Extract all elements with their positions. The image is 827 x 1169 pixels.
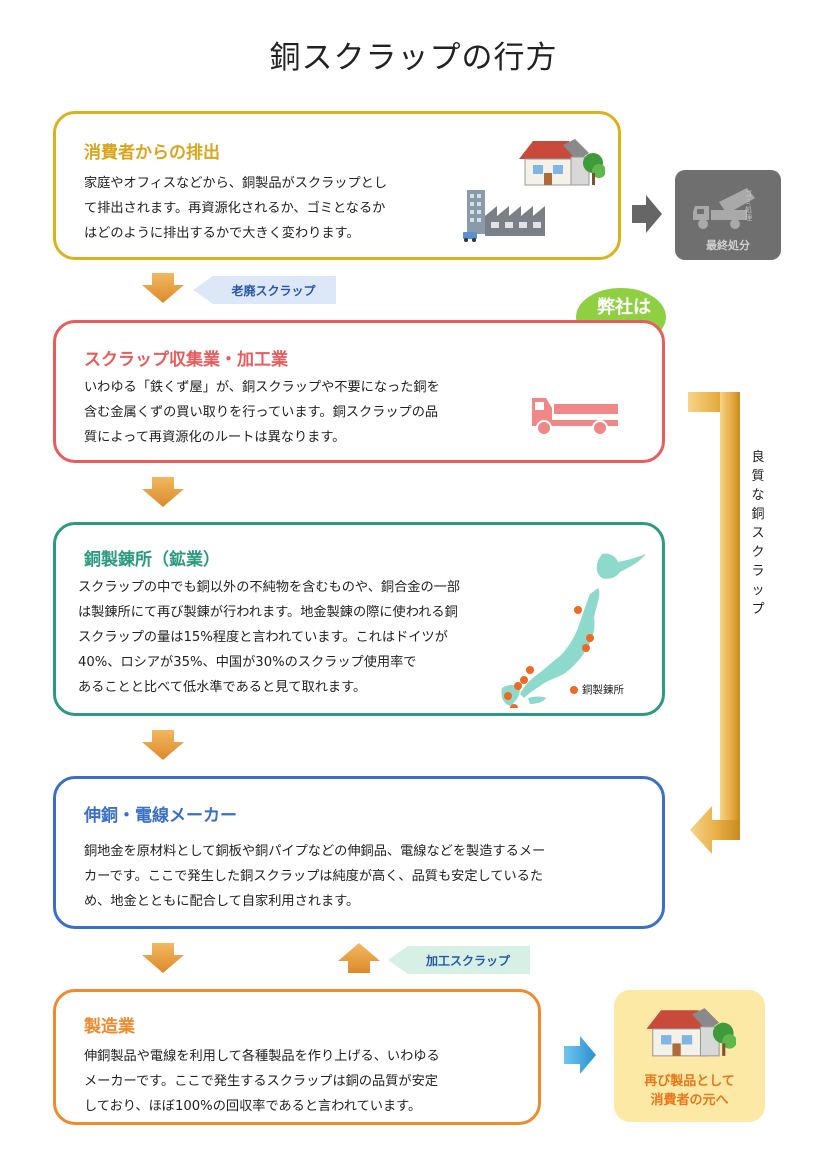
smelter-text: スクラップの中でも銅以外の不純物を含むものや、銅合金の一部 は製錬所にて再び製錬…: [78, 580, 461, 695]
final-disposal-box: ゴミ処理 最終処分: [675, 170, 781, 260]
manufacturing-title: 製造業: [84, 1017, 135, 1037]
processed-scrap-label: 加工スクラップ: [425, 953, 510, 968]
down-arrow-icon: [142, 943, 184, 973]
truck-icon: [532, 398, 618, 436]
smelter-point: [582, 644, 590, 652]
return-line-1: 再び製品として: [644, 1074, 735, 1089]
quality-scrap-arrow: [688, 392, 740, 854]
collection-title: スクラップ収集業・加工業: [84, 350, 288, 370]
processed-scrap-tag: 加工スクラップ: [388, 946, 530, 974]
right-arrow-icon: [564, 1036, 596, 1074]
smelter-point: [510, 704, 518, 708]
down-arrow-icon: [142, 477, 184, 507]
rolling-text: 銅地金を原材料として銅板や銅パイプなどの伸銅品、電線などを製造するメー カーです…: [84, 844, 546, 909]
consumer-text: 家庭やオフィスなどから、銅製品がスクラップとし て排出されます。再資源化されるか…: [84, 176, 388, 241]
final-disposal-mini-label: ゴミ処理: [745, 190, 752, 222]
rolling-box: 伸銅・電線メーカー 銅地金を原材料として銅板や銅パイプなどの伸銅品、電線などを製…: [53, 776, 665, 929]
bubble-line-1: 弊社は: [597, 297, 651, 318]
dump-truck-icon: [693, 188, 755, 229]
page-title: 銅スクラップの行方: [269, 40, 558, 76]
final-disposal-label: 最終処分: [706, 239, 750, 252]
consumer-title: 消費者からの排出: [84, 143, 220, 163]
right-arrow-icon: [632, 195, 662, 233]
map-legend-label: 銅製錬所: [582, 684, 624, 696]
smelter-point: [586, 634, 594, 642]
smelter-point: [574, 606, 582, 614]
manufacturing-box: 製造業 伸銅製品や電線を利用して各種製品を作り上げる、いわゆる メーカーです。こ…: [53, 989, 541, 1125]
smelter-point: [520, 676, 528, 684]
map-legend: 銅製錬所: [570, 682, 624, 697]
smelter-point: [514, 682, 522, 690]
return-line-2: 消費者の元へ: [650, 1093, 729, 1108]
down-arrow-icon: [142, 273, 184, 303]
return-box: 再び製品として 消費者の元へ: [614, 990, 765, 1122]
old-scrap-label: 老廃スクラップ: [231, 283, 316, 298]
collection-text: いわゆる「鉄くず屋」が、銅スクラップや不要になった銅を 含む金属くずの買い取りを…: [84, 380, 440, 445]
japan-map-icon: [501, 553, 646, 708]
collection-box: スクラップ収集業・加工業 いわゆる「鉄くず屋」が、銅スクラップや不要になった銅を…: [53, 320, 665, 463]
smelter-point: [526, 666, 534, 674]
legend-dot: [570, 685, 578, 694]
down-arrow-icon: [142, 730, 184, 760]
quality-scrap-label: 良質な銅スクラップ: [751, 450, 765, 617]
rolling-title: 伸銅・電線メーカー: [84, 806, 237, 826]
house-icon: [519, 139, 605, 186]
old-scrap-tag: 老廃スクラップ: [193, 276, 336, 304]
smelter-point: [504, 692, 512, 700]
factory-icon: [463, 190, 545, 242]
manufacturing-text: 伸銅製品や電線を利用して各種製品を作り上げる、いわゆる メーカーです。ここで発生…: [84, 1049, 440, 1114]
smelter-box: 銅製錬所（鉱業） スクラップの中でも銅以外の不純物を含むものや、銅合金の一部 は…: [53, 522, 665, 716]
smelter-title: 銅製錬所（鉱業）: [84, 550, 220, 570]
house-icon: [646, 1008, 736, 1057]
up-arrow-icon: [338, 943, 380, 973]
